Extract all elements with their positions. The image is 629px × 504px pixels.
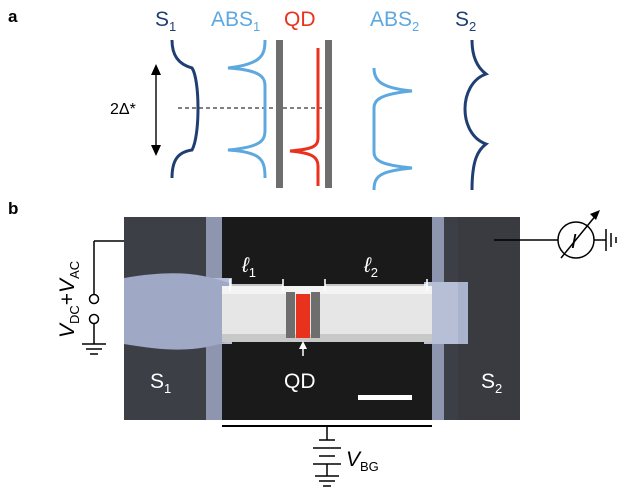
ammeter-wiring [494, 229, 617, 251]
superconductor-s1 [124, 217, 232, 420]
s2-label-overlay: S2 [481, 370, 502, 396]
superconductor-s2 [424, 217, 458, 420]
source-voltage-label: VDC+VAC [56, 261, 82, 338]
nanowire [222, 286, 432, 342]
gap-arrow [151, 64, 161, 156]
qd-pointer-arrow [299, 341, 307, 356]
s1-label: S1 [150, 370, 171, 396]
lead2-length-label: ℓ2 [363, 254, 378, 280]
lead2-length-bracket [324, 279, 428, 291]
quantum-dot [296, 294, 310, 338]
header-qd: QD [284, 8, 316, 31]
panel-b-label: b [8, 199, 18, 218]
s1-dos-curve [170, 39, 200, 179]
s2-dos-curve [463, 39, 490, 191]
barrier-right [325, 40, 332, 188]
scale-bar [358, 395, 412, 400]
header-s1: S1 [155, 8, 176, 34]
superconductor-s2-right [458, 217, 520, 420]
qd-barrier-right [311, 292, 320, 338]
ammeter-icon [557, 210, 600, 259]
header-abs2: ABS2 [370, 8, 419, 34]
barrier-left [276, 40, 283, 188]
header-abs1: ABS1 [211, 8, 260, 34]
header-s2: S2 [455, 8, 476, 34]
lead1-length-bracket [229, 279, 284, 291]
abs1-curve [227, 39, 267, 179]
back-gate-wiring [222, 425, 432, 487]
gap-label: 2Δ* [110, 101, 136, 118]
source-wiring [82, 240, 124, 355]
lead1-length-label: ℓ1 [241, 254, 256, 280]
panel-a-label: a [8, 7, 18, 26]
ammeter-label: I [571, 231, 577, 253]
qd-label: QD [284, 370, 316, 393]
abs2-curve [372, 67, 413, 191]
gate-voltage-label: VBG [346, 448, 379, 474]
qd-barrier-left [286, 292, 295, 338]
qd-level-curve [289, 48, 320, 186]
